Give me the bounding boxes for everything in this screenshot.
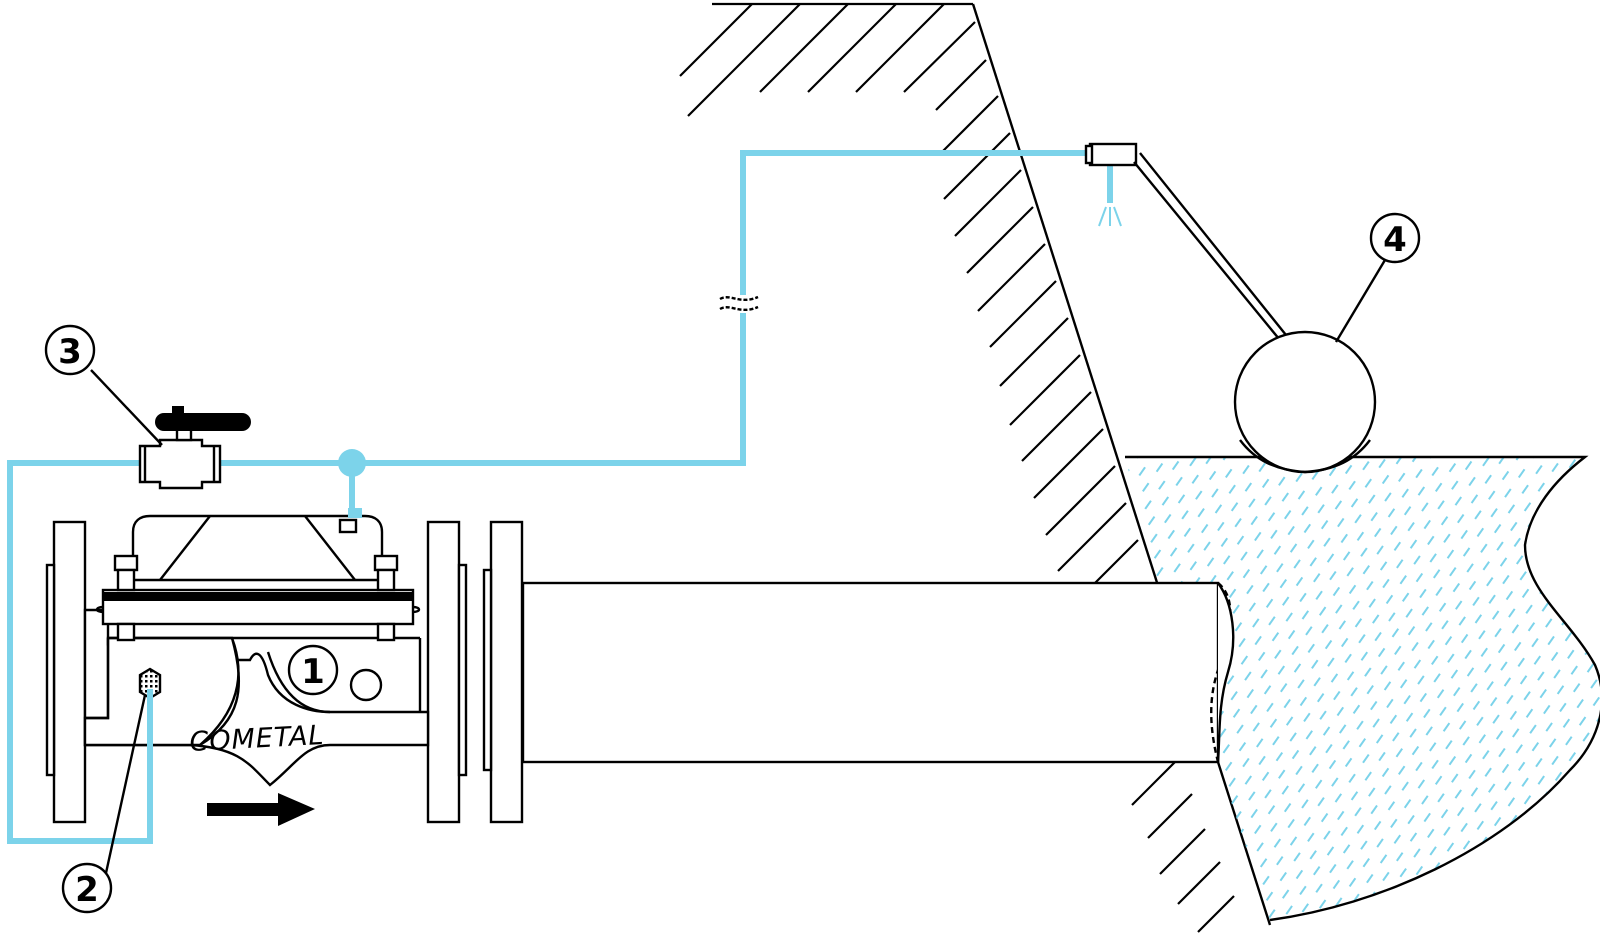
callout-3: 3 xyxy=(44,324,96,376)
reservoir-water xyxy=(1125,455,1600,922)
callout-leaders xyxy=(90,259,1387,874)
tee-junction xyxy=(338,449,366,477)
brand-label: COMETAL xyxy=(189,720,325,758)
wall-slope-upper xyxy=(971,3,1162,593)
wall-hatching xyxy=(679,2,1235,933)
callout-4: 4 xyxy=(1369,212,1421,264)
callout-4-label: 4 xyxy=(1383,220,1407,260)
float-ball-icon xyxy=(1233,330,1377,474)
callout-2-label: 2 xyxy=(75,870,99,910)
valve-handle xyxy=(155,413,251,431)
valve-inlet-flange xyxy=(52,520,87,824)
bonnet-bolts xyxy=(113,518,399,642)
callout-1: 1 xyxy=(287,644,339,696)
wall-slope-lower xyxy=(1216,761,1272,926)
pipe-flange xyxy=(489,520,524,824)
valve-outlet-flange xyxy=(426,520,461,824)
main-valve: COMETAL xyxy=(45,514,468,824)
filter-icon xyxy=(138,667,162,700)
line-break-symbol xyxy=(719,295,759,313)
callout-2: 2 xyxy=(61,862,113,914)
callout-3-label: 3 xyxy=(58,332,82,372)
water-boundary xyxy=(1125,455,1600,922)
valve-bonnet xyxy=(131,514,384,582)
embankment-wall xyxy=(679,2,1272,933)
ball-valve-icon xyxy=(138,406,251,490)
pilot-spray xyxy=(1098,206,1122,227)
callout-1-label: 1 xyxy=(301,652,325,692)
control-tubing xyxy=(7,150,1122,844)
flow-direction-arrow-icon xyxy=(207,793,315,826)
outlet-pipe xyxy=(482,520,1235,824)
float-pilot xyxy=(1084,142,1377,474)
